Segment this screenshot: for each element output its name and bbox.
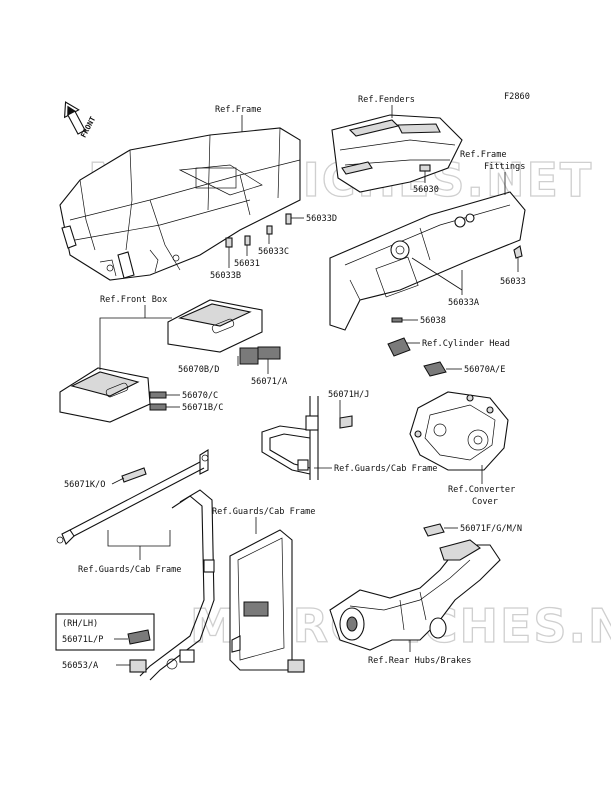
guard-bar-assembly bbox=[56, 449, 209, 545]
decal-56038 bbox=[391, 317, 403, 323]
front-arrow-icon bbox=[63, 101, 86, 135]
part-56033D: 56033D bbox=[306, 214, 337, 224]
part-56071FGMN: 56071F/G/M/N bbox=[460, 524, 522, 534]
decal-56071H bbox=[339, 415, 353, 429]
decal-cab-frame bbox=[287, 659, 305, 673]
ref-converter-cover-label-2: Cover bbox=[472, 497, 498, 507]
rh-lh-box bbox=[55, 613, 155, 651]
ref-fenders-label: Ref.Fenders bbox=[358, 95, 415, 105]
decal-56070BD bbox=[239, 347, 259, 365]
decal-56071F bbox=[423, 523, 445, 537]
ref-frame-fittings-label-1: Ref.Frame bbox=[460, 150, 507, 160]
part-56030: 56030 bbox=[413, 185, 439, 195]
ref-guards-cab-frame-top-label: Ref.Guards/Cab Frame bbox=[212, 507, 315, 517]
rear-panel-assembly bbox=[329, 191, 526, 331]
ref-converter-cover-label-1: Ref.Converter bbox=[448, 485, 515, 495]
decal-56071A bbox=[257, 346, 281, 360]
frame-assembly bbox=[59, 127, 301, 281]
part-56033: 56033 bbox=[500, 277, 526, 287]
decal-56033C bbox=[266, 225, 273, 235]
diagram-code: F2860 bbox=[504, 92, 530, 102]
part-56031: 56031 bbox=[234, 259, 260, 269]
cab-frame-assembly bbox=[139, 489, 293, 681]
decal-56033B bbox=[225, 237, 233, 248]
fender-assembly bbox=[331, 114, 463, 193]
ref-front-box-label: Ref.Front Box bbox=[100, 295, 167, 305]
part-56070BD: 56070B/D bbox=[178, 365, 219, 375]
ref-rear-hubs-brakes-label: Ref.Rear Hubs/Brakes bbox=[368, 656, 471, 666]
front-box-upper bbox=[167, 299, 263, 353]
decal-56030 bbox=[419, 164, 431, 172]
part-56070C: 56070/C bbox=[182, 391, 218, 401]
decal-56053A bbox=[129, 659, 147, 673]
part-56071KO: 56071K/O bbox=[64, 480, 105, 490]
part-56033A: 56033A bbox=[448, 298, 480, 308]
ref-frame-label: Ref.Frame bbox=[215, 105, 262, 115]
decal-56033 bbox=[513, 245, 523, 259]
decal-cylinder-head bbox=[387, 337, 411, 357]
part-56033C: 56033C bbox=[258, 247, 289, 257]
ref-guards-cab-frame-left-label: Ref.Guards/Cab Frame bbox=[78, 565, 181, 575]
decal-56033D bbox=[285, 213, 292, 225]
rh-lh-label: (RH/LH) bbox=[62, 619, 98, 629]
ref-cylinder-head-label: Ref.Cylinder Head bbox=[422, 339, 510, 349]
ref-guards-cab-frame-mid-label: Ref.Guards/Cab Frame bbox=[334, 464, 437, 474]
part-56071BC: 56071B/C bbox=[182, 403, 223, 413]
part-56038: 56038 bbox=[420, 316, 446, 326]
decal-56070C bbox=[149, 391, 167, 399]
part-56071A: 56071/A bbox=[251, 377, 288, 387]
part-56071HJ: 56071H/J bbox=[328, 390, 369, 400]
ref-frame-fittings-label-2: Fittings bbox=[484, 162, 525, 172]
part-56070AE: 56070A/E bbox=[464, 365, 505, 375]
decal-56070A bbox=[423, 361, 447, 377]
decal-56071K bbox=[121, 467, 147, 483]
part-56071LP: 56071L/P bbox=[62, 635, 103, 645]
guard-assembly bbox=[261, 396, 319, 480]
decal-56031 bbox=[244, 235, 251, 246]
part-56053A: 56053/A bbox=[62, 661, 99, 671]
part-56033B: 56033B bbox=[210, 271, 241, 281]
converter-cover-assembly bbox=[409, 391, 509, 471]
front-box-lower bbox=[59, 367, 151, 423]
decal-56071BC bbox=[149, 403, 167, 411]
decal-56071L bbox=[127, 629, 151, 645]
rear-hubs-assembly bbox=[329, 539, 501, 651]
